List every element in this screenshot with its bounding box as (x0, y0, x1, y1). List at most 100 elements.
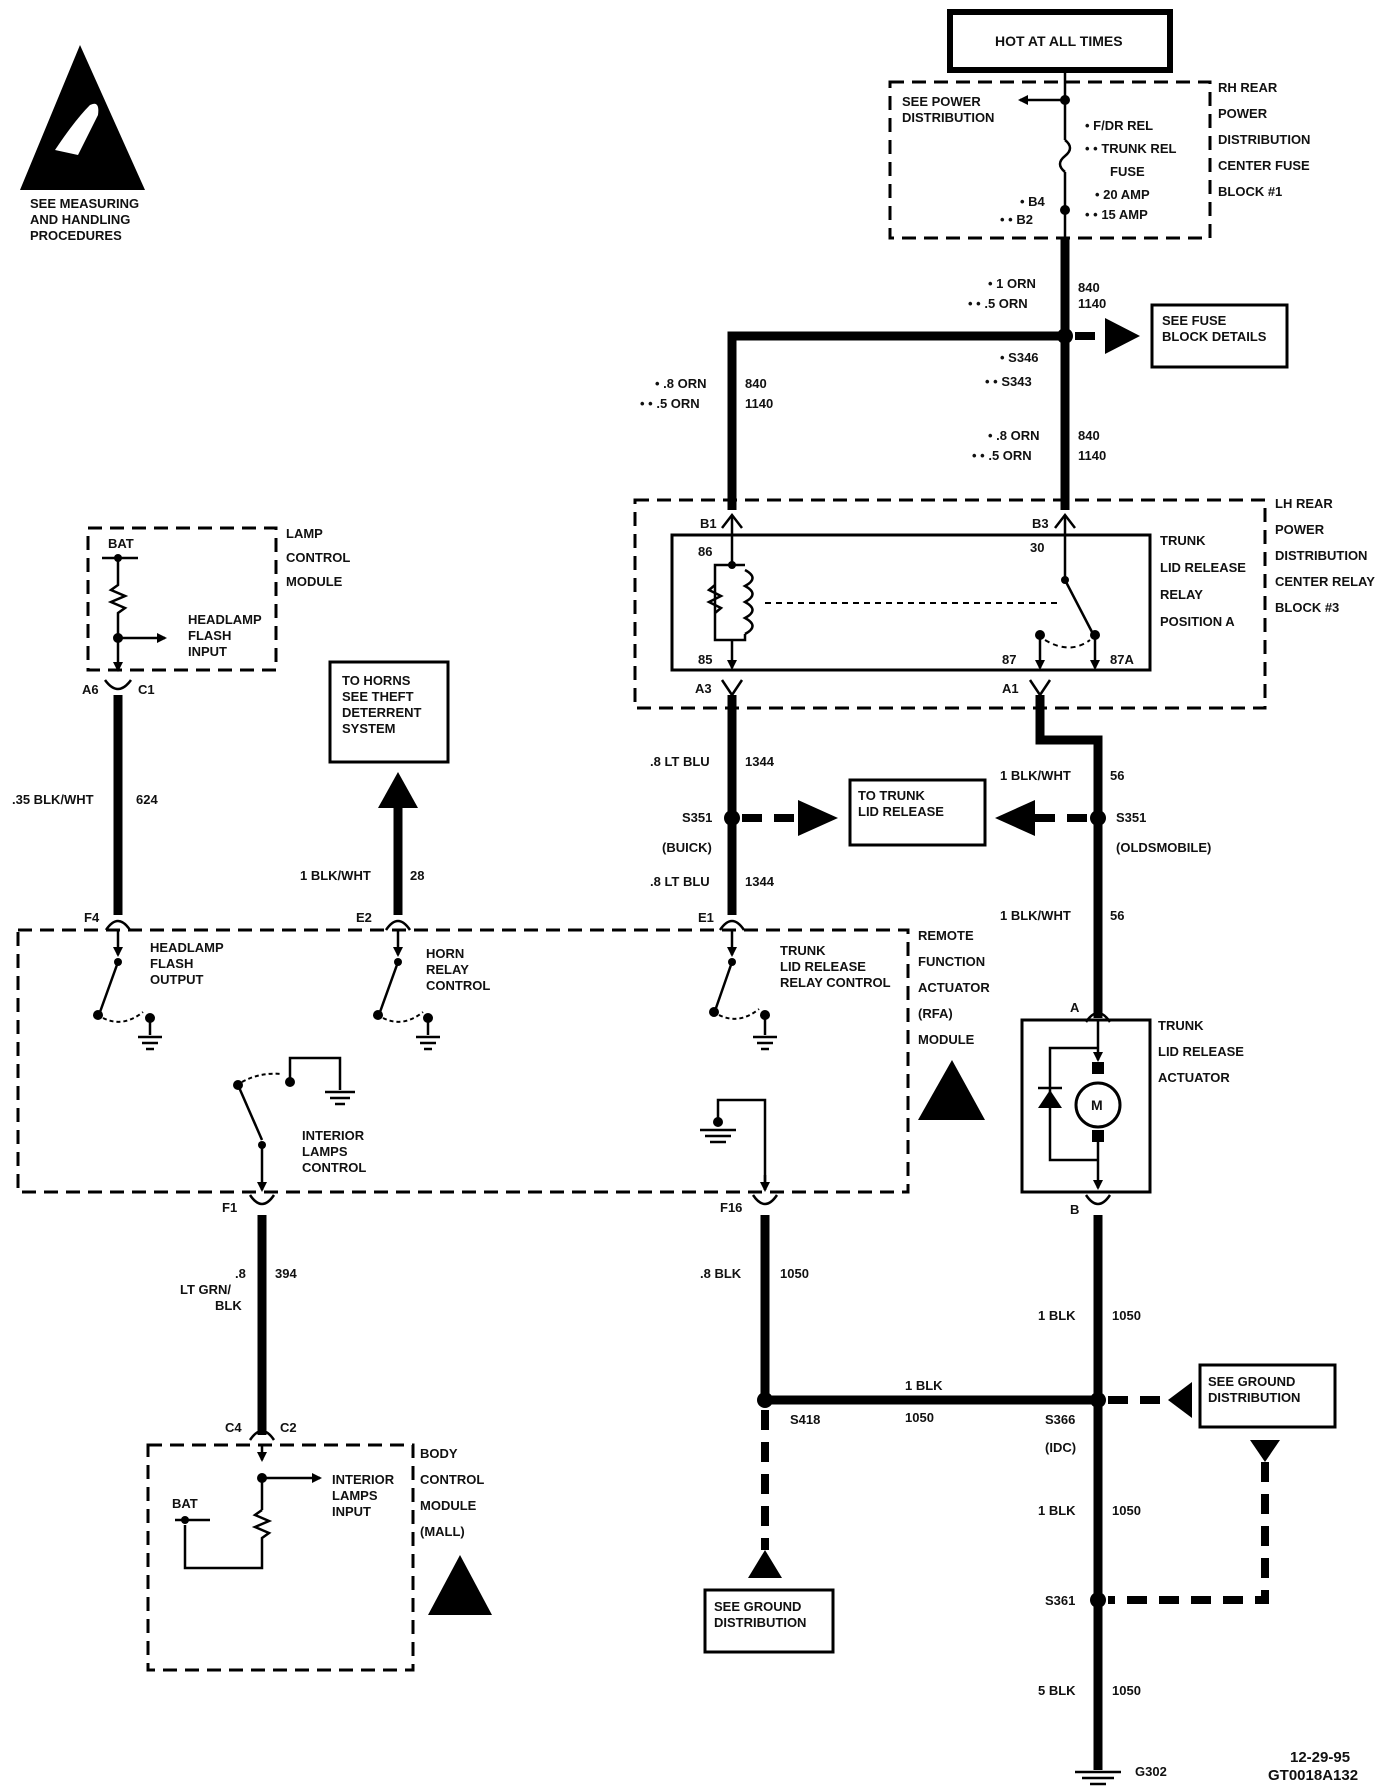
horn-relay-control-label: HORN RELAY CONTROL (426, 946, 490, 993)
pin-87: 87 (1002, 652, 1016, 667)
connector-e2 (384, 919, 412, 931)
right-wire-label-2: • • .5 ORN (972, 448, 1032, 463)
splice-s418-label: S418 (790, 1412, 820, 1427)
pin-f1: F1 (222, 1200, 237, 1215)
wire-56 (1035, 695, 1103, 1018)
wire-1050-mid-circuit: 1050 (1112, 1503, 1141, 1518)
connector-c2-label: C2 (280, 1420, 297, 1435)
buick-label: (BUICK) (662, 840, 712, 855)
connector-f16 (751, 1194, 779, 1206)
trunk-relay-control-switch (709, 930, 777, 1051)
fuse-details-label: SEE FUSE BLOCK DETAILS (1162, 313, 1267, 344)
horns-arrowhead (378, 772, 418, 808)
olds-label: (OLDSMOBILE) (1116, 840, 1211, 855)
headlamp-flash-output-label: HEADLAMP FLASH OUTPUT (150, 940, 227, 987)
wire-label-5orn: • • .5 ORN (968, 296, 1028, 311)
interior-lamps-switch (233, 1056, 355, 1192)
lh-relay-block-outline (633, 498, 1267, 710)
hot-at-all-times-box (947, 9, 1173, 73)
wire-56-color-top: 1 BLK/WHT (1000, 768, 1071, 783)
left-circuit-1140: 1140 (745, 396, 773, 411)
pin-30: 30 (1030, 540, 1044, 555)
trunk-relay-box (670, 533, 1152, 672)
pin-e2: E2 (356, 910, 372, 925)
relay-coil-frame (713, 563, 732, 642)
idc-label: (IDC) (1045, 1440, 1076, 1455)
pin-86: 86 (698, 544, 712, 559)
wire-1050-low-circuit: 1050 (1112, 1683, 1141, 1698)
wire-1050-horizontal-color: 1 BLK (905, 1378, 943, 1393)
footer-code: GT0018A132 (1268, 1767, 1358, 1784)
ground-distribution-box-bottom (703, 1588, 835, 1654)
wire-394-color: LT GRN/ (180, 1282, 231, 1297)
lh-relay-block-title: LH REAR POWER DISTRIBUTION CENTER RELAY … (1275, 496, 1378, 615)
bcm-title: BODY CONTROL MODULE (MALL) (420, 1446, 488, 1539)
horns-box (328, 660, 450, 764)
lamp-bat-label: BAT (108, 536, 134, 551)
buick-arrowhead (798, 800, 838, 836)
wire-1344-color-bottom: .8 LT BLU (650, 874, 710, 889)
wire-624-color: .35 BLK/WHT (12, 792, 94, 807)
pin-87a: 87A (1110, 652, 1134, 667)
bcm-bat-label: BAT (172, 1496, 198, 1511)
fuse-node-top (1060, 95, 1070, 105)
rfa-module-outline (16, 928, 910, 1194)
ground-g302-label: G302 (1135, 1764, 1167, 1779)
bcm-circuit (175, 1445, 273, 1570)
s361-ground-link (1108, 1462, 1269, 1604)
trunk-actuator-box (1020, 1018, 1152, 1194)
rfa-module-title: REMOTE FUNCTION ACTUATOR (RFA) MODULE (918, 928, 993, 1047)
wire-394-color-2: BLK (215, 1298, 242, 1313)
ground-arrowhead-bottom (748, 1550, 782, 1578)
wire-1050-mid-color: 1 BLK (1038, 1503, 1076, 1518)
wire-56-circuit-bottom: 56 (1110, 908, 1124, 923)
connector-c4 (248, 1429, 276, 1441)
headlamp-switch (93, 930, 162, 1051)
connector-f4 (104, 919, 132, 931)
lamp-control-module-title: LAMP CONTROL MODULE (286, 526, 354, 589)
left-circuit-840: 840 (745, 376, 767, 391)
power-wire-left (727, 331, 1065, 510)
right-wire-label-1: • .8 ORN (988, 428, 1040, 443)
wire-1050-left-color: .8 BLK (700, 1266, 742, 1281)
rfa-ground-f16 (700, 1098, 770, 1192)
pin-f16: F16 (720, 1200, 742, 1215)
left-wire-label-2: • • .5 ORN (640, 396, 700, 411)
splice-s361 (1090, 1592, 1106, 1608)
wire-1050-right-circuit: 1050 (1112, 1308, 1141, 1323)
splice-s351-olds (1090, 810, 1106, 826)
relay-switch-blade (1063, 579, 1094, 633)
trunk-relay-control-label: TRUNK LID RELEASE RELAY CONTROL (780, 943, 891, 990)
relay-switch-travel (1044, 639, 1091, 649)
motor-label: M (1091, 1097, 1103, 1113)
connector-e1 (718, 919, 746, 931)
pin-c4: C4 (225, 1420, 242, 1435)
olds-arrowhead (995, 800, 1035, 836)
headlamp-flash-input-label: HEADLAMP FLASH INPUT (188, 612, 265, 659)
circuit-1140-top: 1140 (1078, 296, 1106, 311)
pin-a1: A1 (1002, 681, 1019, 696)
wire-56-color-bottom: 1 BLK/WHT (1000, 908, 1071, 923)
actuator-pin-b: B (1070, 1202, 1079, 1217)
wire-1344-circuit-bottom: 1344 (745, 874, 775, 889)
ground-distribution-box-right (1198, 1363, 1337, 1429)
wire-624-circuit: 624 (136, 792, 158, 807)
fuse-icon (1058, 139, 1072, 173)
relay-resistor (706, 584, 724, 614)
trunk-actuator-title: TRUNK LID RELEASE ACTUATOR (1158, 1018, 1248, 1085)
wire-label-1orn: • 1 ORN (988, 276, 1036, 291)
esd-warning-icon (20, 45, 145, 190)
connector-f1 (248, 1194, 276, 1206)
pin-85: 85 (698, 652, 712, 667)
connector-a1 (1028, 679, 1052, 698)
bcm-outline (146, 1443, 415, 1672)
trunk-release-label: TO TRUNK LID RELEASE (858, 788, 944, 819)
fuse-node-bottom (1060, 205, 1070, 215)
ground-g302-icon (1075, 1770, 1121, 1786)
splice-s418 (757, 1392, 773, 1408)
wire-1050-left-circuit: 1050 (780, 1266, 809, 1281)
splice-s346-label: • S346 (1000, 350, 1039, 365)
horns-label: TO HORNS SEE THEFT DETERRENT SYSTEM (342, 673, 425, 736)
circuit-840-top: 840 (1078, 280, 1100, 295)
